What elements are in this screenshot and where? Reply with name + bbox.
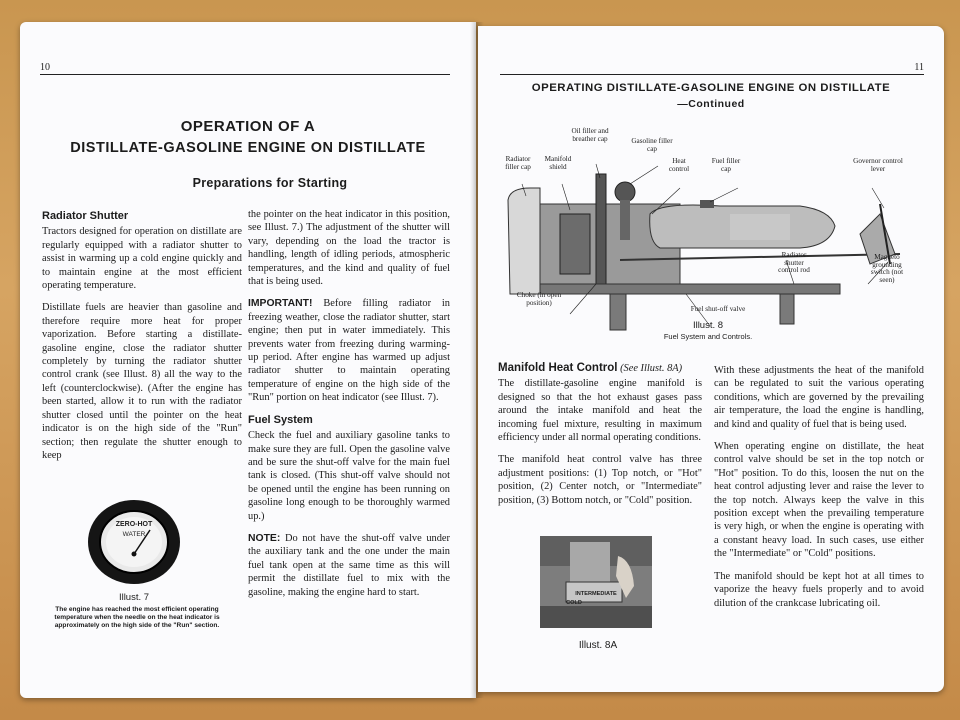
gauge-face-text-2: WATER bbox=[122, 531, 146, 538]
label-manifold-shield: Manifold shield bbox=[544, 155, 572, 171]
radiator-shutter-heading: Radiator Shutter bbox=[42, 210, 129, 222]
adjustments-paragraph: With these adjustments the heat of the m… bbox=[714, 365, 924, 430]
page-title-line1: OPERATION OF A bbox=[180, 118, 316, 135]
label-governor-lever: Governor control lever bbox=[853, 157, 903, 173]
header-rule-left bbox=[40, 74, 450, 75]
photo-label-cold: COLD bbox=[566, 600, 582, 606]
illust-8-caption: Fuel System and Controls. bbox=[663, 332, 753, 341]
illust-7-caption: The engine has reached the most efficien… bbox=[54, 606, 220, 629]
label-oil-filler: Oil filler and breather cap bbox=[571, 127, 609, 143]
label-fuel-filler: Fuel filler cap bbox=[711, 157, 741, 173]
important-paragraph: IMPORTANT! Before filling radiator in fr… bbox=[248, 297, 450, 404]
note-label: NOTE: bbox=[248, 532, 281, 544]
manifold-hot-paragraph: The manifold should be kept hot at all t… bbox=[714, 570, 924, 609]
right-page: 11 OPERATING DISTILLATE-GASOLINE ENGINE … bbox=[478, 26, 944, 692]
label-choke: Choke (in open position) bbox=[516, 291, 562, 307]
page-number-right: 11 bbox=[914, 62, 924, 73]
left-column-2: the pointer on the heat indicator in thi… bbox=[248, 208, 450, 608]
manifold-illust-ref: (See Illust. 8A) bbox=[620, 363, 683, 374]
label-fuel-shutoff: Fuel shut-off valve bbox=[690, 305, 746, 313]
gauge-face-text-1: ZERO-HOT bbox=[115, 521, 153, 528]
important-text: Before filling radiator in freezing weat… bbox=[248, 298, 450, 404]
radiator-continued-paragraph: the pointer on the heat indicator in thi… bbox=[248, 209, 450, 288]
right-page-title: OPERATING DISTILLATE-GASOLINE ENGINE ON … bbox=[531, 82, 891, 94]
note-text: Do not have the shut-off valve under the… bbox=[248, 532, 450, 598]
right-column-1: Manifold Heat Control (See Illust. 8A) T… bbox=[498, 362, 702, 516]
label-magneto-switch: Magneto grounding switch (not seen) bbox=[870, 253, 904, 284]
right-column-2: With these adjustments the heat of the m… bbox=[714, 364, 924, 619]
left-page: 10 OPERATION OF A DISTILLATE-GASOLINE EN… bbox=[20, 22, 476, 698]
manifold-heading-line: Manifold Heat Control (See Illust. 8A) bbox=[498, 362, 702, 375]
page-title-line2: DISTILLATE-GASOLINE ENGINE ON DISTILLATE bbox=[70, 140, 426, 156]
label-gasoline-filler: Gasoline filler cap bbox=[631, 137, 673, 153]
operating-distillate-paragraph: When operating engine on distillate, the… bbox=[714, 441, 924, 560]
fuel-system-paragraph: Check the fuel and auxiliary gasoline ta… bbox=[248, 430, 450, 522]
photo-label-intermediate: INTERMEDIATE bbox=[575, 591, 617, 597]
illust-8a-label: Illust. 8A bbox=[578, 640, 618, 651]
important-label: IMPORTANT! bbox=[248, 298, 313, 310]
manifold-paragraph-2: The manifold heat control valve has thre… bbox=[498, 454, 702, 506]
label-radiator-filler: Radiator filler cap bbox=[505, 155, 531, 171]
illust-8-label: Illust. 8 bbox=[692, 320, 724, 331]
label-radiator-shutter-rod: Radiator shutter control rod bbox=[778, 251, 810, 275]
radiator-paragraph-2: Distillate fuels are heavier than gasoli… bbox=[42, 302, 242, 461]
note-paragraph: NOTE: Do not have the shut-off valve und… bbox=[248, 532, 450, 599]
fuel-system-illustration bbox=[500, 144, 920, 334]
illust-7-label: Illust. 7 bbox=[118, 592, 150, 603]
illust-8a-photo bbox=[540, 536, 652, 628]
header-rule-right bbox=[500, 74, 924, 75]
label-heat-control: Heat control bbox=[668, 157, 690, 173]
manifold-heat-heading: Manifold Heat Control bbox=[498, 362, 618, 374]
section-subtitle: Preparations for Starting bbox=[192, 176, 348, 190]
fuel-system-heading: Fuel System bbox=[248, 413, 313, 426]
right-page-title-continued: —Continued bbox=[677, 98, 745, 110]
left-column-1: Radiator Shutter Tractors designed for o… bbox=[42, 210, 242, 471]
manifold-paragraph-1: The distillate-gasoline engine manifold … bbox=[498, 378, 702, 444]
radiator-paragraph-1: Tractors designed for operation on disti… bbox=[42, 226, 242, 292]
heat-indicator-gauge bbox=[88, 500, 180, 584]
page-number-left: 10 bbox=[40, 62, 50, 73]
